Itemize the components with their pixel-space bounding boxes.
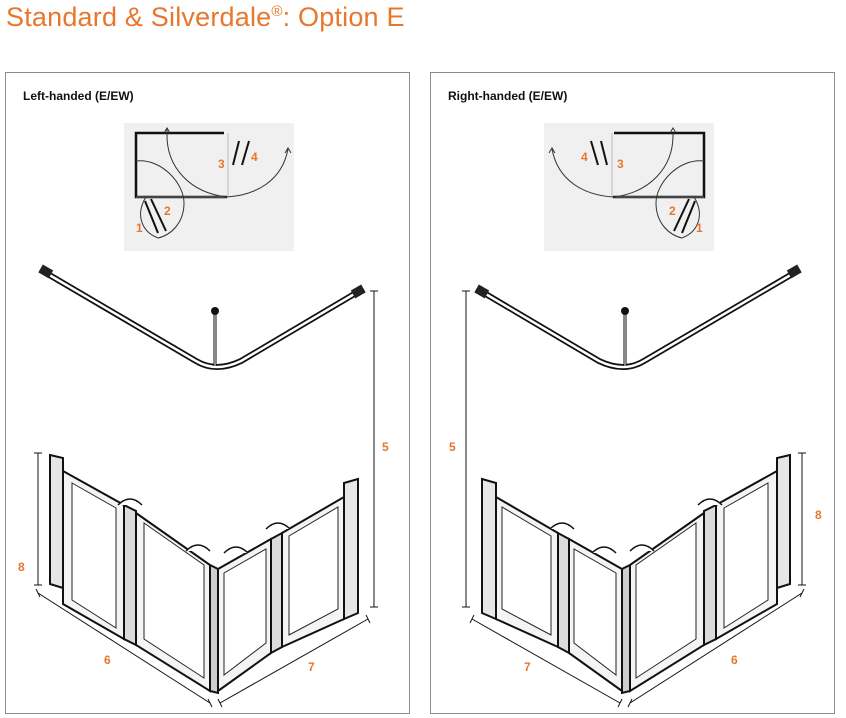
dimension-7: 7 (308, 660, 315, 674)
dimension-8: 8 (18, 560, 25, 574)
plan-number-3: 3 (218, 157, 225, 171)
dimension-5: 5 (382, 440, 389, 454)
plan-number-4: 4 (581, 150, 588, 164)
left-handed-diagram: 1 2 3 4 (18, 123, 389, 708)
plan-view (544, 123, 714, 251)
plan-number-1: 1 (696, 221, 703, 235)
right-handed-panel: Right-handed (E/EW) (430, 72, 835, 714)
curtain-rail (474, 264, 802, 370)
dimension-5: 5 (449, 440, 456, 454)
left-handed-panel: Left-handed (E/EW) 1 2 3 4 (5, 72, 410, 714)
plan-view (124, 123, 294, 251)
screen-panels (481, 453, 791, 695)
plan-number-4: 4 (251, 150, 258, 164)
screen-panels (49, 453, 359, 695)
plan-number-2: 2 (669, 204, 676, 218)
page-title: Standard & Silverdale®: Option E (6, 2, 405, 32)
dimension-lines (34, 290, 378, 708)
dimension-8: 8 (815, 508, 822, 522)
dimension-6: 6 (104, 653, 111, 667)
curtain-rail (38, 264, 366, 370)
plan-number-2: 2 (164, 204, 171, 218)
dimension-7: 7 (524, 660, 531, 674)
plan-number-3: 3 (617, 157, 624, 171)
plan-number-1: 1 (136, 221, 143, 235)
right-handed-diagram: 1 2 3 4 5 8 6 7 (449, 123, 822, 708)
dimension-lines (462, 290, 806, 708)
panel-label: Right-handed (E/EW) (448, 89, 568, 103)
dimension-6: 6 (731, 653, 738, 667)
panel-label: Left-handed (E/EW) (23, 89, 134, 103)
